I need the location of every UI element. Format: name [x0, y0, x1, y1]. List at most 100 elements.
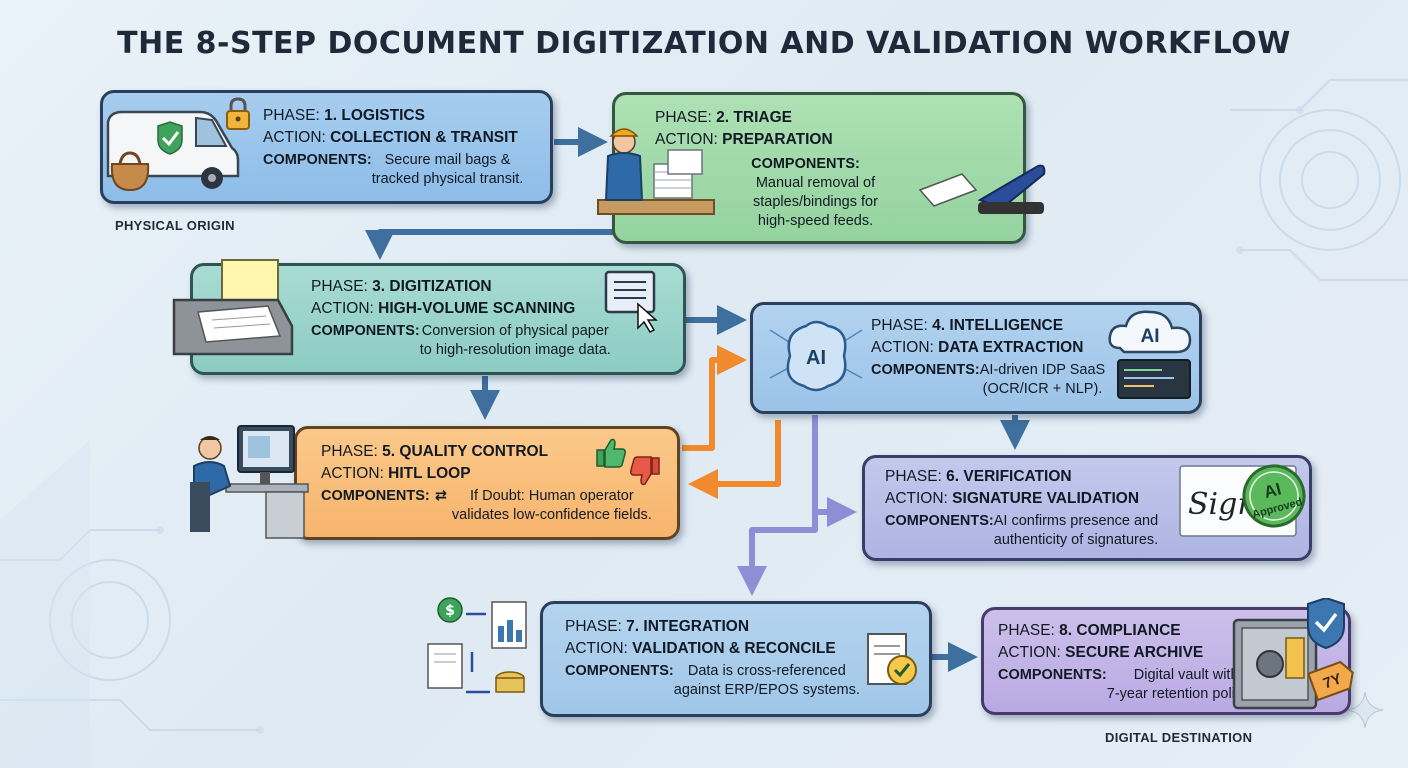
reconcile-cycle-icon — [466, 612, 490, 694]
components-text-2: validates low-confidence fields. — [451, 507, 652, 523]
code-window-icon — [1117, 359, 1191, 399]
action-value: VALIDATION & RECONCILE — [632, 640, 836, 657]
phase-value: 1. LOGISTICS — [324, 107, 425, 124]
page-title: THE 8-STEP DOCUMENT DIGITIZATION AND VAL… — [117, 26, 1291, 61]
components-text-1: If Doubt: Human operator — [470, 488, 634, 504]
action-key: ACTION: — [871, 339, 939, 356]
phase-value: 5. QUALITY CONTROL — [382, 443, 549, 460]
document-scanner-icon — [172, 259, 294, 356]
phase-line: PHASE: 8. COMPLIANCE — [998, 620, 1278, 642]
digital-destination-label: DIGITAL DESTINATION — [1105, 730, 1253, 745]
loop-icon: ⇄ — [434, 488, 447, 504]
components-text-1: Conversion of physical paper — [421, 323, 609, 339]
components-key: COMPONENTS: — [998, 667, 1107, 683]
action-value: SECURE ARCHIVE — [1065, 644, 1204, 661]
arrow-5-to-4-loop — [682, 345, 747, 451]
action-line: ACTION: DATA EXTRACTION — [871, 337, 1105, 359]
svg-text:AI: AI — [1141, 326, 1160, 347]
vault-safe-icon: 7Y — [1232, 598, 1354, 710]
components-key: COMPONENTS: — [871, 362, 980, 378]
phase-value: 6. VERIFICATION — [946, 468, 1072, 485]
action-value: HITL LOOP — [388, 465, 471, 482]
phase-key: PHASE: — [655, 109, 717, 126]
phase-value: 4. INTELLIGENCE — [932, 317, 1064, 334]
approved-stamp-icon: AI Approved — [1242, 464, 1306, 528]
shield-check-icon — [157, 121, 183, 155]
phase-value: 8. COMPLIANCE — [1059, 622, 1181, 639]
action-line: ACTION: SECURE ARCHIVE — [998, 642, 1278, 664]
svg-text:$: $ — [445, 603, 455, 619]
action-key: ACTION: — [263, 129, 331, 146]
svg-text:AI: AI — [1262, 479, 1283, 502]
step-card-quality-control: PHASE: 5. QUALITY CONTROL ACTION: HITL L… — [294, 426, 680, 540]
components-text-1: AI confirms presence and — [993, 513, 1159, 529]
phase-key: PHASE: — [998, 622, 1060, 639]
phase-key: PHASE: — [263, 107, 325, 124]
components-text-1: Digital vault with a — [1133, 667, 1251, 683]
paper-stack-icon — [653, 149, 703, 199]
operator-workstation-icon — [190, 425, 309, 539]
components-key: COMPONENTS: — [885, 513, 994, 529]
phase-key: PHASE: — [311, 278, 373, 295]
components-line: COMPONENTS: Conversion of physical paper… — [311, 322, 611, 360]
action-key: ACTION: — [998, 644, 1066, 661]
phase-value: 3. DIGITIZATION — [372, 278, 492, 295]
components-text-3: high-speed feeds. — [757, 213, 874, 229]
components-key: COMPONENTS: — [751, 156, 860, 172]
ai-brain-icon: AI — [769, 320, 863, 392]
action-key: ACTION: — [565, 640, 633, 657]
phase-value: 2. TRIAGE — [716, 109, 792, 126]
action-value: SIGNATURE VALIDATION — [952, 490, 1140, 507]
phase-key: PHASE: — [885, 468, 947, 485]
mail-bag-icon — [110, 151, 150, 192]
svg-text:AI: AI — [806, 347, 826, 369]
thumbs-down-icon — [630, 456, 660, 486]
action-key: ACTION: — [321, 465, 389, 482]
components-key: COMPONENTS: — [565, 663, 674, 679]
action-line: ACTION: COLLECTION & TRANSIT — [263, 127, 523, 149]
action-line: ACTION: HIGH-VOLUME SCANNING — [311, 298, 611, 320]
action-line: ACTION: SIGNATURE VALIDATION — [885, 488, 1158, 510]
checked-document-icon — [867, 633, 917, 685]
components-text-2: against ERP/EPOS systems. — [673, 682, 860, 698]
phase-line: PHASE: 7. INTEGRATION — [565, 616, 860, 638]
components-text-2: authenticity of signatures. — [993, 532, 1159, 548]
action-key: ACTION: — [655, 131, 723, 148]
phase-line: PHASE: 5. QUALITY CONTROL — [321, 441, 652, 463]
shield-check-icon — [1307, 598, 1345, 650]
svg-text:7Y: 7Y — [1321, 670, 1344, 692]
components-text-1: Secure mail bags & — [384, 152, 511, 168]
components-text-1: Data is cross-referenced — [687, 663, 846, 679]
phase-key: PHASE: — [321, 443, 383, 460]
phase-line: PHASE: 1. LOGISTICS — [263, 105, 523, 127]
action-value: PREPARATION — [722, 131, 833, 148]
signature-icon: Signa AI Approved — [1179, 464, 1306, 537]
action-value: HIGH-VOLUME SCANNING — [378, 300, 576, 317]
components-line: COMPONENTS: Data is cross-referenced agai… — [565, 662, 860, 700]
components-text-2: tracked physical transit. — [371, 171, 524, 187]
retention-tag-icon: 7Y — [1307, 660, 1354, 702]
phase-value: 7. INTEGRATION — [626, 618, 750, 635]
phase-line: PHASE: 2. TRIAGE — [655, 107, 833, 129]
components-line: COMPONENTS: AI confirms presence and auth… — [885, 512, 1158, 550]
action-key: ACTION: — [885, 490, 953, 507]
components-text-2: to high-resolution image data. — [419, 342, 611, 358]
components-key: COMPONENTS: — [263, 152, 372, 168]
phase-line: PHASE: 4. INTELLIGENCE — [871, 315, 1105, 337]
action-line: ACTION: PREPARATION — [655, 129, 833, 151]
padlock-icon — [226, 97, 250, 130]
physical-origin-label: PHYSICAL ORIGIN — [115, 218, 235, 233]
thumbs-up-icon — [596, 438, 626, 468]
action-line: ACTION: VALIDATION & RECONCILE — [565, 638, 860, 660]
components-text-1: Manual removal of — [755, 175, 876, 191]
sparkle-icon — [1346, 691, 1384, 729]
arrow-2-to-3 — [365, 229, 640, 260]
components-text-1: AI-driven IDP SaaS — [979, 362, 1106, 378]
phase-line: PHASE: 6. VERIFICATION — [885, 466, 1158, 488]
step-card-integration: PHASE: 7. INTEGRATION ACTION: VALIDATION… — [540, 601, 932, 717]
components-line: COMPONENTS: Secure mail bags & tracked ph… — [263, 151, 523, 189]
arrow-4-to-5-loop — [688, 420, 781, 499]
arrow-4-to-7 — [737, 450, 818, 596]
